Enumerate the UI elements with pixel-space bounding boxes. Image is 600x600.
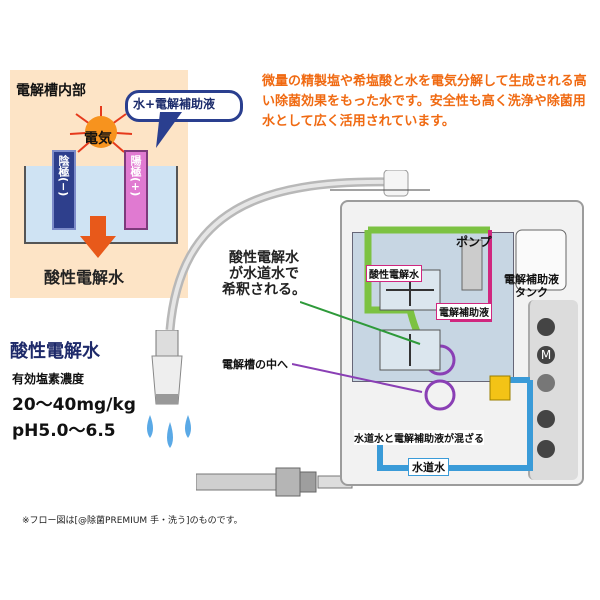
acidic-water-flow-label: 酸性電解水: [366, 265, 422, 282]
water-drop-icon: [147, 415, 191, 448]
dilution-line3: 希釈される。: [222, 282, 306, 298]
dilution-callout: 酸性電解水 が水道水で 希釈される。: [222, 250, 306, 298]
anode-plate: [124, 150, 148, 230]
spark-icon: [69, 106, 133, 153]
liquid-flow-label: 電解補助液: [436, 303, 492, 320]
anode-label: 陽極(+): [129, 155, 142, 197]
mixing-label: 水道水と電解補助液が混ざる: [354, 430, 484, 445]
dilution-line1: 酸性電解水: [229, 250, 299, 266]
spec-title: 酸性電解水: [10, 341, 100, 362]
indicator-button[interactable]: [537, 374, 555, 392]
cell-pointer-icon: [292, 363, 423, 393]
hose-and-shower-illustration: [165, 170, 430, 331]
inset-product-label: 酸性電解水: [44, 268, 125, 287]
mode-button[interactable]: M: [537, 346, 555, 364]
start-stop-button[interactable]: [537, 440, 555, 458]
faucet-icon: [196, 467, 353, 497]
dilution-pointer-icon: [300, 301, 421, 345]
cathode-plate: [52, 150, 76, 230]
tank-label-line1: 電解補助液: [504, 273, 559, 286]
inset-input-bubble: [125, 90, 243, 122]
cell-callout: 電解槽の中へ: [222, 358, 288, 371]
dilution-line2: が水道水で: [229, 266, 299, 282]
lock-button[interactable]: [537, 410, 555, 428]
inset-title: 電解槽内部: [16, 83, 86, 99]
inset-input-label: 水+電解補助液: [133, 97, 216, 111]
arrow-down-icon: [80, 216, 116, 258]
tank-label-line2: タンク: [515, 286, 548, 299]
tap-water-label: 水道水: [408, 458, 449, 476]
description-text: 微量の精製塩や希塩酸と水を電気分解して生成される高い除菌効果をもった水です。安全…: [262, 74, 587, 129]
flow-diagram: [364, 226, 567, 471]
tank-label: 電解補助液 タンク: [504, 273, 559, 299]
electricity-label: 電気: [84, 131, 112, 147]
bubble-pointer-icon: [156, 112, 182, 148]
power-button[interactable]: [537, 318, 555, 336]
spec-concentration-label: 有効塩素濃度: [12, 372, 85, 386]
spec-concentration-value: 20〜40mg/kg: [12, 395, 136, 415]
pump-label: ポンプ: [456, 235, 492, 249]
footnote: ※フロー図は[@除菌PREMIUM 手・洗う]のものです。: [22, 516, 243, 526]
shower-head-icon: [151, 330, 183, 405]
cathode-label: 陰極(−): [57, 155, 70, 197]
spec-ph-value: pH5.0〜6.5: [12, 421, 116, 441]
